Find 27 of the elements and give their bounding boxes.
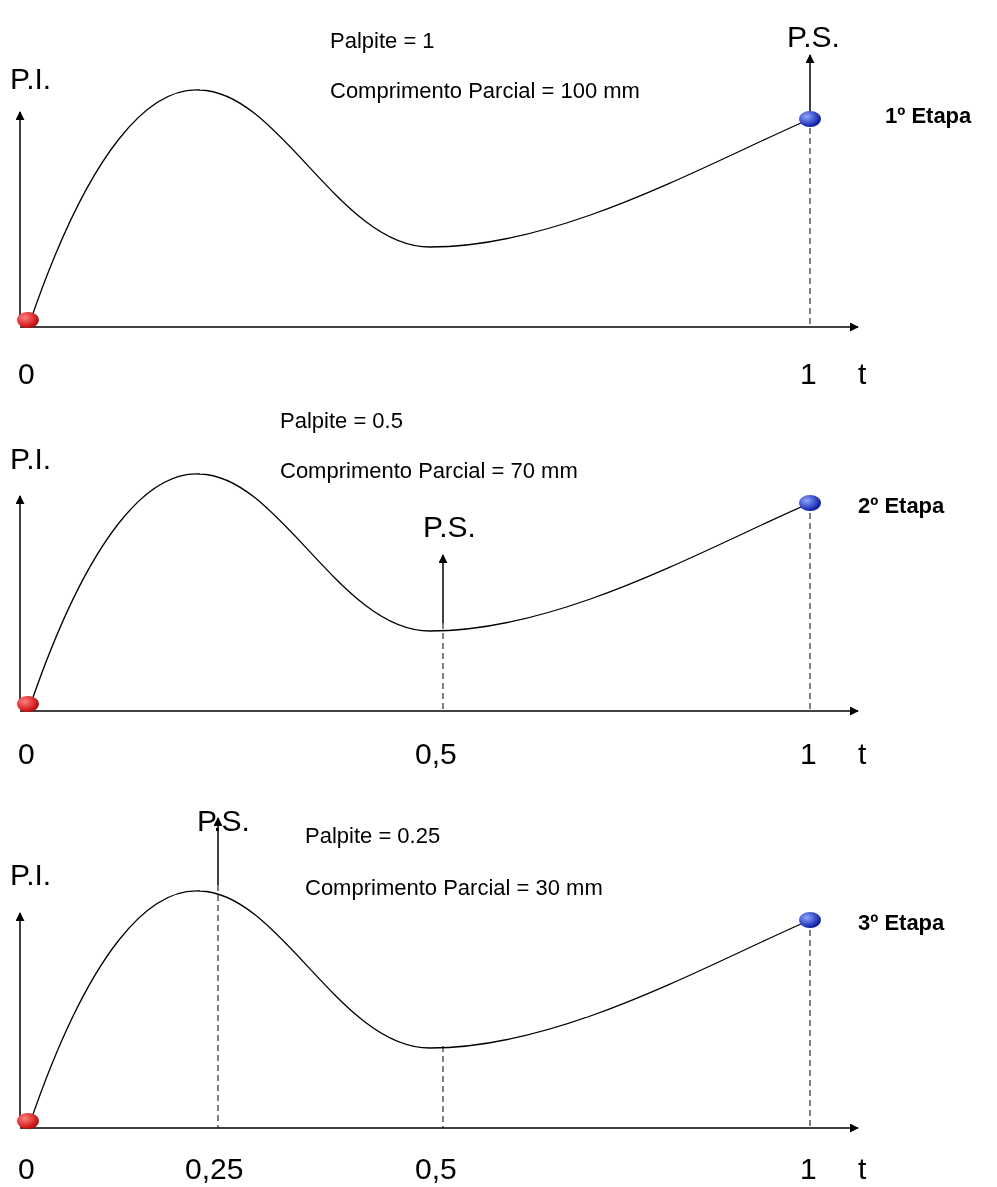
- axis-label: t: [858, 737, 867, 772]
- guess-label: Palpite = 0.25: [305, 823, 441, 849]
- tick-label: 1: [800, 1152, 817, 1187]
- length-label: Comprimento Parcial = 70 mm: [280, 458, 578, 484]
- stage-label: 1º Etapa: [885, 103, 972, 129]
- axis-label: P.I.: [10, 442, 52, 477]
- axis-label: t: [858, 357, 867, 392]
- tick-label: 0,5: [415, 1152, 457, 1187]
- length-label: Comprimento Parcial = 30 mm: [305, 875, 603, 901]
- tick-label: 0: [18, 1152, 35, 1187]
- tick-label: 1: [800, 357, 817, 392]
- axis-label: P.I.: [10, 62, 52, 97]
- axis-label: P.S.: [423, 510, 476, 545]
- tick-label: 1: [800, 737, 817, 772]
- guess-label: Palpite = 1: [330, 28, 435, 54]
- axis-label: P.I.: [10, 858, 52, 893]
- stage-label: 2º Etapa: [858, 493, 945, 519]
- guess-label: Palpite = 0.5: [280, 408, 403, 434]
- axis-label: t: [858, 1152, 867, 1187]
- tick-label: 0,25: [185, 1152, 244, 1187]
- axis-label: P.S.: [197, 804, 250, 839]
- stage-label: 3º Etapa: [858, 910, 945, 936]
- tick-label: 0: [18, 357, 35, 392]
- length-label: Comprimento Parcial = 100 mm: [330, 78, 640, 104]
- tick-label: 0: [18, 737, 35, 772]
- axis-label: P.S.: [787, 20, 840, 55]
- tick-label: 0,5: [415, 737, 457, 772]
